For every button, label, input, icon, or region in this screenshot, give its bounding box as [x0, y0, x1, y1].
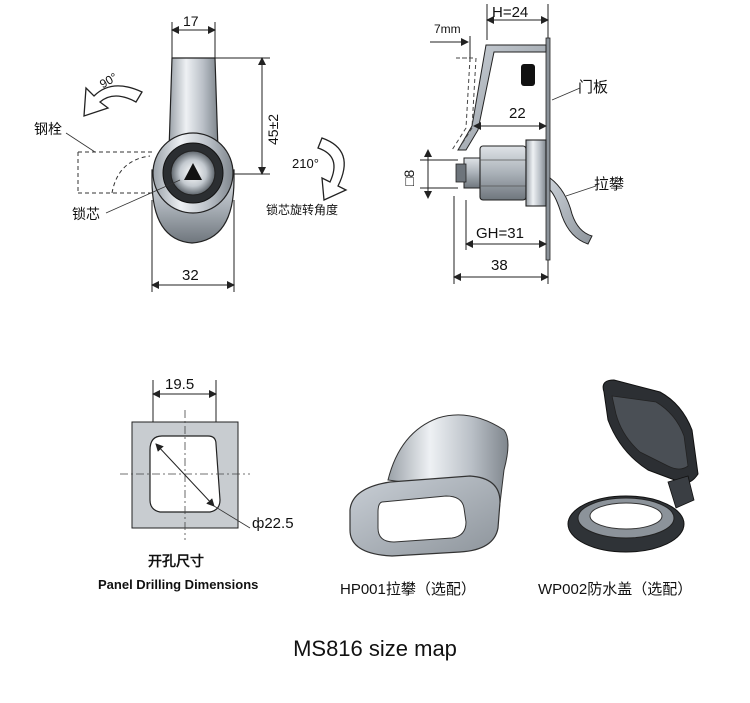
steel-bolt-outline	[77, 151, 152, 194]
wp002-caption: WP002防水盖（选配）	[538, 581, 692, 598]
drill-width-label: 19.5	[165, 376, 194, 393]
front-view-figure: 17 钢栓 锁芯 90° 45±2	[34, 13, 348, 292]
side-view-figure: H=24 7mm 门板 22 □8 拉攀	[401, 4, 624, 284]
rotation-210-arrow-icon	[317, 137, 348, 201]
drilling-figure: 19.5 ф22.5 开孔尺寸 Panel Drilling Dimension…	[98, 376, 294, 592]
square-shaft	[455, 163, 467, 183]
square-8-label: □8	[401, 170, 417, 186]
drill-diameter-label: ф22.5	[252, 515, 294, 532]
hasp-hole	[377, 495, 467, 543]
diagram-canvas: 17 钢栓 锁芯 90° 45±2	[34, 4, 699, 598]
steel-bolt-label: 钢栓	[34, 121, 62, 137]
gh-31-label: GH=31	[476, 225, 524, 242]
hasp-label: 拉攀	[594, 176, 624, 193]
offset-7mm-label: 7mm	[434, 22, 461, 36]
length-38-label: 38	[491, 257, 508, 274]
core-rotation-angle-label: 锁芯旋转角度	[266, 202, 338, 217]
figure-caption: MS816 size map	[293, 636, 457, 661]
lock-nut	[479, 145, 527, 201]
height-45-label: 45±2	[265, 114, 281, 145]
stopper-block	[521, 64, 535, 86]
drilling-title-cn: 开孔尺寸	[148, 553, 204, 569]
door-panel-plate	[545, 37, 551, 261]
drilling-title-en: Panel Drilling Dimensions	[98, 577, 258, 592]
cover-opening	[589, 502, 663, 530]
hp001-figure: HP001拉攀（选配）	[340, 414, 509, 598]
door-panel-label: 门板	[578, 78, 608, 96]
triangle-key-icon	[184, 163, 202, 180]
width-22-label: 22	[509, 105, 526, 122]
h-24-label: H=24	[492, 4, 528, 21]
lock-core-label: 锁芯	[72, 206, 100, 222]
rotation-90-arrow-icon	[83, 85, 143, 117]
width-32-label: 32	[182, 267, 199, 284]
lock-head	[525, 139, 547, 207]
cover-hinge	[667, 475, 695, 509]
cam-bracket	[457, 44, 547, 151]
hp001-caption: HP001拉攀（选配）	[340, 581, 476, 598]
wp002-figure: WP002防水盖（选配）	[538, 379, 699, 598]
rotation-210-label: 210°	[292, 156, 319, 171]
hasp-tab	[549, 176, 593, 245]
width-17-label: 17	[183, 13, 199, 29]
